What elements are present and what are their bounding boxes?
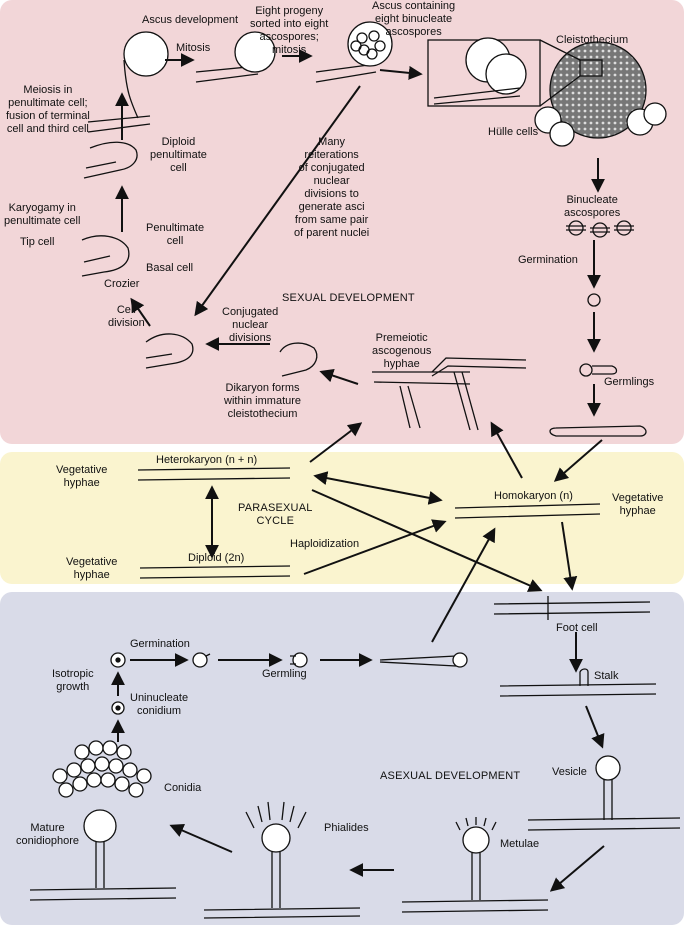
label-conjugated-divisions: Conjugated nuclear divisions bbox=[222, 306, 279, 344]
arrow-homokaryon-footcell bbox=[561, 521, 578, 591]
germling-ascospore bbox=[579, 363, 618, 377]
label-mitosis: Mitosis bbox=[176, 42, 211, 54]
label-phialides: Phialides bbox=[324, 822, 369, 834]
arrow-phialides-mature bbox=[169, 824, 233, 853]
label-isotropic-growth: Isotropic growth bbox=[52, 668, 94, 693]
label-many-reiterations: Many reiterations of conjugated nuclear … bbox=[294, 136, 370, 239]
label-diploid-penultimate: Diploid penultimate cell bbox=[150, 136, 207, 174]
arrow-haploidization bbox=[303, 519, 447, 575]
label-cell-division: Cell division bbox=[108, 304, 145, 329]
arrow-heterokaryon-premeiotic bbox=[309, 422, 363, 463]
label-meiosis: Meiosis in penultimate cell; fusion of t… bbox=[6, 84, 90, 135]
label-germination-conidium: Germination bbox=[130, 638, 190, 650]
label-vegetative-hyphae-heterokaryon: Vegetative hyphae bbox=[56, 464, 108, 489]
label-vegetative-hyphae-diploid: Vegetative hyphae bbox=[66, 556, 118, 581]
arrow-homokaryon-premeiotic bbox=[490, 421, 523, 479]
label-homokaryon: Homokaryon (n) bbox=[494, 490, 573, 502]
label-germination-ascospore: Germination bbox=[518, 254, 578, 266]
arrow-heterokaryon-footcell bbox=[311, 489, 543, 592]
label-foot-cell: Foot cell bbox=[556, 622, 598, 634]
binucleate-ascospores-icons bbox=[566, 220, 634, 238]
label-metulae: Metulae bbox=[500, 838, 540, 850]
dikaryon-cell bbox=[279, 342, 318, 377]
label-uninucleate-conidium: Uninucleate conidium bbox=[130, 692, 189, 717]
label-ascus-development: Ascus development bbox=[142, 14, 238, 26]
stalk-hypha bbox=[499, 668, 657, 697]
heterokaryon-hypha bbox=[137, 467, 291, 481]
sexual-development-title: SEXUAL DEVELOPMENT bbox=[282, 292, 415, 304]
label-ascus-binucleate: Ascus containing eight binucleate ascosp… bbox=[372, 0, 456, 38]
label-heterokaryon: Heterokaryon (n + n) bbox=[156, 454, 258, 466]
parasexual-cycle-title: PARASEXUAL CYCLE bbox=[238, 502, 313, 527]
arrow-dikaryon bbox=[319, 368, 359, 385]
germling-conidium bbox=[290, 652, 308, 668]
label-hulle-cells: Hülle cells bbox=[488, 126, 539, 138]
uninucleate-conidium bbox=[111, 701, 125, 715]
meiosis-cell bbox=[83, 141, 138, 179]
ascus-mitosis-cell bbox=[87, 31, 169, 133]
isotropic-conidium bbox=[110, 652, 126, 668]
germling-hypha bbox=[549, 425, 647, 437]
arrow-many-reiterations bbox=[194, 85, 361, 317]
phialides-stage bbox=[203, 801, 361, 919]
label-haploidization: Haploidization bbox=[290, 538, 360, 550]
arrow-vesicle-metulae bbox=[549, 845, 605, 892]
cell-division-crozier bbox=[145, 333, 194, 369]
ascus-enlarged-inset bbox=[427, 37, 541, 107]
metulae-stage bbox=[401, 817, 549, 913]
label-karyogamy: Karyogamy in penultimate cell bbox=[4, 202, 81, 227]
arrow-stalk-vesicle bbox=[585, 705, 605, 749]
germinating-ascospore bbox=[587, 293, 601, 307]
label-premeiotic: Premeiotic ascogenous hyphae bbox=[372, 332, 432, 370]
label-diploid: Diploid (2n) bbox=[188, 552, 245, 564]
label-penultimate-cell: Penultimate cell bbox=[146, 222, 205, 247]
arrow-hypha-homokaryon bbox=[431, 527, 496, 643]
label-vesicle: Vesicle bbox=[552, 766, 587, 778]
label-stalk: Stalk bbox=[594, 670, 619, 682]
ascus-eight-progeny-cell bbox=[195, 31, 276, 83]
arrow-to-homokaryon bbox=[553, 439, 603, 482]
label-germling-conidium: Germling bbox=[262, 668, 307, 680]
arrow-heterokaryon-homokaryon bbox=[313, 471, 443, 505]
young-hypha bbox=[379, 652, 468, 668]
cleistothecium-body bbox=[534, 39, 667, 147]
diploid-hypha bbox=[139, 565, 291, 579]
label-mature-conidiophore: Mature conidiophore bbox=[16, 822, 79, 847]
homokaryon-hypha bbox=[454, 503, 601, 519]
label-crozier: Crozier bbox=[104, 278, 140, 290]
vesicle-stage bbox=[527, 755, 681, 831]
arrow-to-inset bbox=[379, 65, 423, 80]
label-vegetative-hyphae-homokaryon: Vegetative hyphae bbox=[612, 492, 664, 517]
foot-cell-hypha bbox=[493, 596, 651, 620]
karyogamy-crozier bbox=[81, 235, 130, 277]
label-cleistothecium: Cleistothecium bbox=[556, 34, 629, 46]
label-germlings: Germlings bbox=[604, 376, 655, 388]
asexual-development-region bbox=[0, 592, 684, 925]
premeiotic-hyphae bbox=[372, 357, 527, 431]
label-dikaryon: Dikaryon forms within immature cleistoth… bbox=[224, 382, 302, 420]
arrow-cell-division bbox=[130, 297, 151, 327]
ascus-binucleate-cell bbox=[315, 21, 393, 83]
asexual-development-title: ASEXUAL DEVELOPMENT bbox=[380, 770, 521, 782]
germinating-conidium bbox=[192, 652, 211, 668]
mature-conidiophore-stage bbox=[29, 740, 177, 901]
label-binucleate-ascospores: Binucleate ascospores bbox=[564, 194, 621, 219]
label-eight-progeny: Eight progeny sorted into eight ascospor… bbox=[250, 5, 329, 56]
label-basal-cell: Basal cell bbox=[146, 262, 194, 274]
label-conidia: Conidia bbox=[164, 782, 202, 794]
label-tip-cell: Tip cell bbox=[20, 236, 55, 248]
